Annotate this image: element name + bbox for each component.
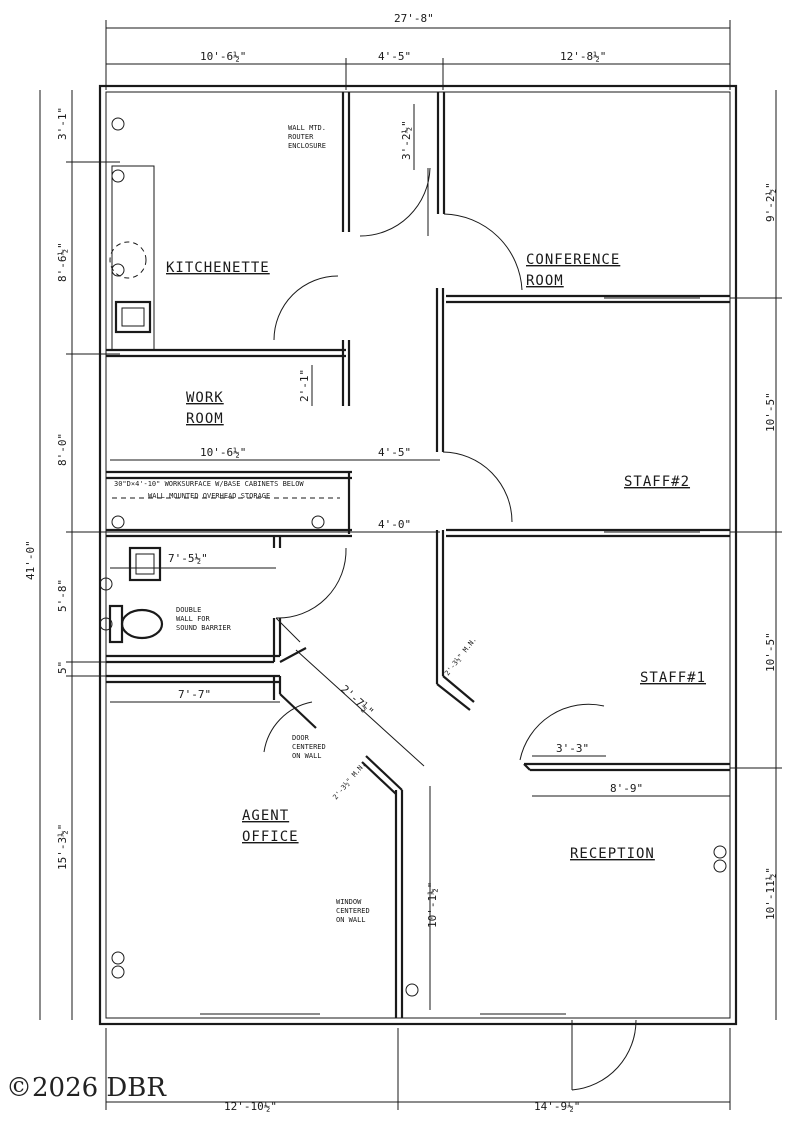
kitchen-appliance-outline xyxy=(109,241,147,279)
dim-bath-width: 7'-5½" xyxy=(168,552,208,565)
room-conference-line1: CONFERENCE xyxy=(526,252,620,268)
annotations: WALL MTD. ROUTER ENCLOSURE 30"D×4'-10" W… xyxy=(114,124,370,924)
note-double-wall-line2: WALL FOR xyxy=(176,615,211,623)
electrical-symbols xyxy=(99,117,727,997)
dim-staff1-door: 3'-3" xyxy=(556,742,589,755)
dim-left-2: 8'-6½" xyxy=(56,242,69,282)
note-router-line1: WALL MTD. xyxy=(288,124,326,132)
note-door-centered-line3: ON WALL xyxy=(292,752,322,760)
dim-angled-staff1: 2'-3½" M.N. xyxy=(443,636,478,677)
walls xyxy=(98,84,738,1026)
room-labels: KITCHENETTE CONFERENCE ROOM WORK ROOM ST… xyxy=(166,252,706,862)
dim-bottom-left: 12'-10½" xyxy=(224,1100,277,1113)
dim-left-1: 3'-1" xyxy=(56,107,69,140)
note-double-wall-line1: DOUBLE xyxy=(176,606,201,614)
note-window-centered-line2: CENTERED xyxy=(336,907,370,915)
dim-top-right: 12'-8½" xyxy=(560,50,606,63)
note-router-line3: ENCLOSURE xyxy=(288,142,326,150)
dim-top-mid: 4'-5" xyxy=(378,50,411,63)
dim-left-6: 15'-3½" xyxy=(56,824,69,870)
note-double-wall-line3: SOUND BARRIER xyxy=(176,624,232,632)
dim-right-4: 10'-11½" xyxy=(764,867,777,920)
dim-bottom-right: 14'-9½" xyxy=(534,1100,580,1113)
dim-door-conference: 3'-2½" xyxy=(400,120,413,160)
note-window-centered-line1: WINDOW xyxy=(336,898,362,906)
room-reception: RECEPTION xyxy=(570,846,655,862)
room-work-line1: WORK xyxy=(186,390,224,406)
door-swings xyxy=(263,167,637,1091)
room-kitchenette: KITCHENETTE xyxy=(166,260,270,276)
dim-agent-wall: 10'-1½" xyxy=(426,882,439,928)
dim-diagonal-wall: 2'-7½" xyxy=(338,683,376,719)
room-agent-line2: OFFICE xyxy=(242,829,299,845)
dim-angled-agent: 2'-3½" M.N. xyxy=(331,761,367,802)
dim-left-4: 5'-8" xyxy=(56,579,69,612)
dim-bath-lower: 7'-7" xyxy=(178,688,211,701)
room-conference-line2: ROOM xyxy=(526,273,564,289)
dim-corridor-1: 4'-5" xyxy=(378,446,411,459)
dim-overall-width: 27'-8" xyxy=(394,12,434,25)
dim-corridor-2: 4'-0" xyxy=(378,518,411,531)
dim-staff1-wall: 8'-9" xyxy=(610,782,643,795)
room-work-line2: ROOM xyxy=(186,411,224,427)
note-door-centered-line2: CENTERED xyxy=(292,743,326,751)
note-router-line2: ROUTER xyxy=(288,133,314,141)
note-window-centered-line3: ON WALL xyxy=(336,916,366,924)
dim-right-1: 9'-2½" xyxy=(764,182,777,222)
note-worksurface: 30"D×4'-10" WORKSURFACE W/BASE CABINETS … xyxy=(114,480,304,488)
room-agent-line1: AGENT xyxy=(242,808,289,824)
dim-work-wall: 2'-1" xyxy=(298,369,311,402)
room-staff2: STAFF#2 xyxy=(624,474,690,490)
dimension-labels: 27'-8" 10'-6½" 4'-5" 12'-8½" 41'-0" 3'-1… xyxy=(24,12,777,1113)
dim-left-5: 5" xyxy=(56,661,69,674)
note-door-centered-line1: DOOR xyxy=(292,734,310,742)
dimension-lines xyxy=(39,20,782,1110)
dim-left-3: 8'-0" xyxy=(56,433,69,466)
dim-right-3: 10'-5" xyxy=(764,632,777,672)
dim-right-2: 10'-5" xyxy=(764,392,777,432)
watermark: ©2026 DBR xyxy=(6,1073,167,1103)
dim-top-left: 10'-6½" xyxy=(200,50,246,63)
room-staff1: STAFF#1 xyxy=(640,670,706,686)
dim-left-overall: 41'-0" xyxy=(24,540,37,580)
dim-work-width: 10'-6½" xyxy=(200,446,246,459)
note-storage: WALL MOUNTED OVERHEAD STORAGE xyxy=(148,492,270,500)
